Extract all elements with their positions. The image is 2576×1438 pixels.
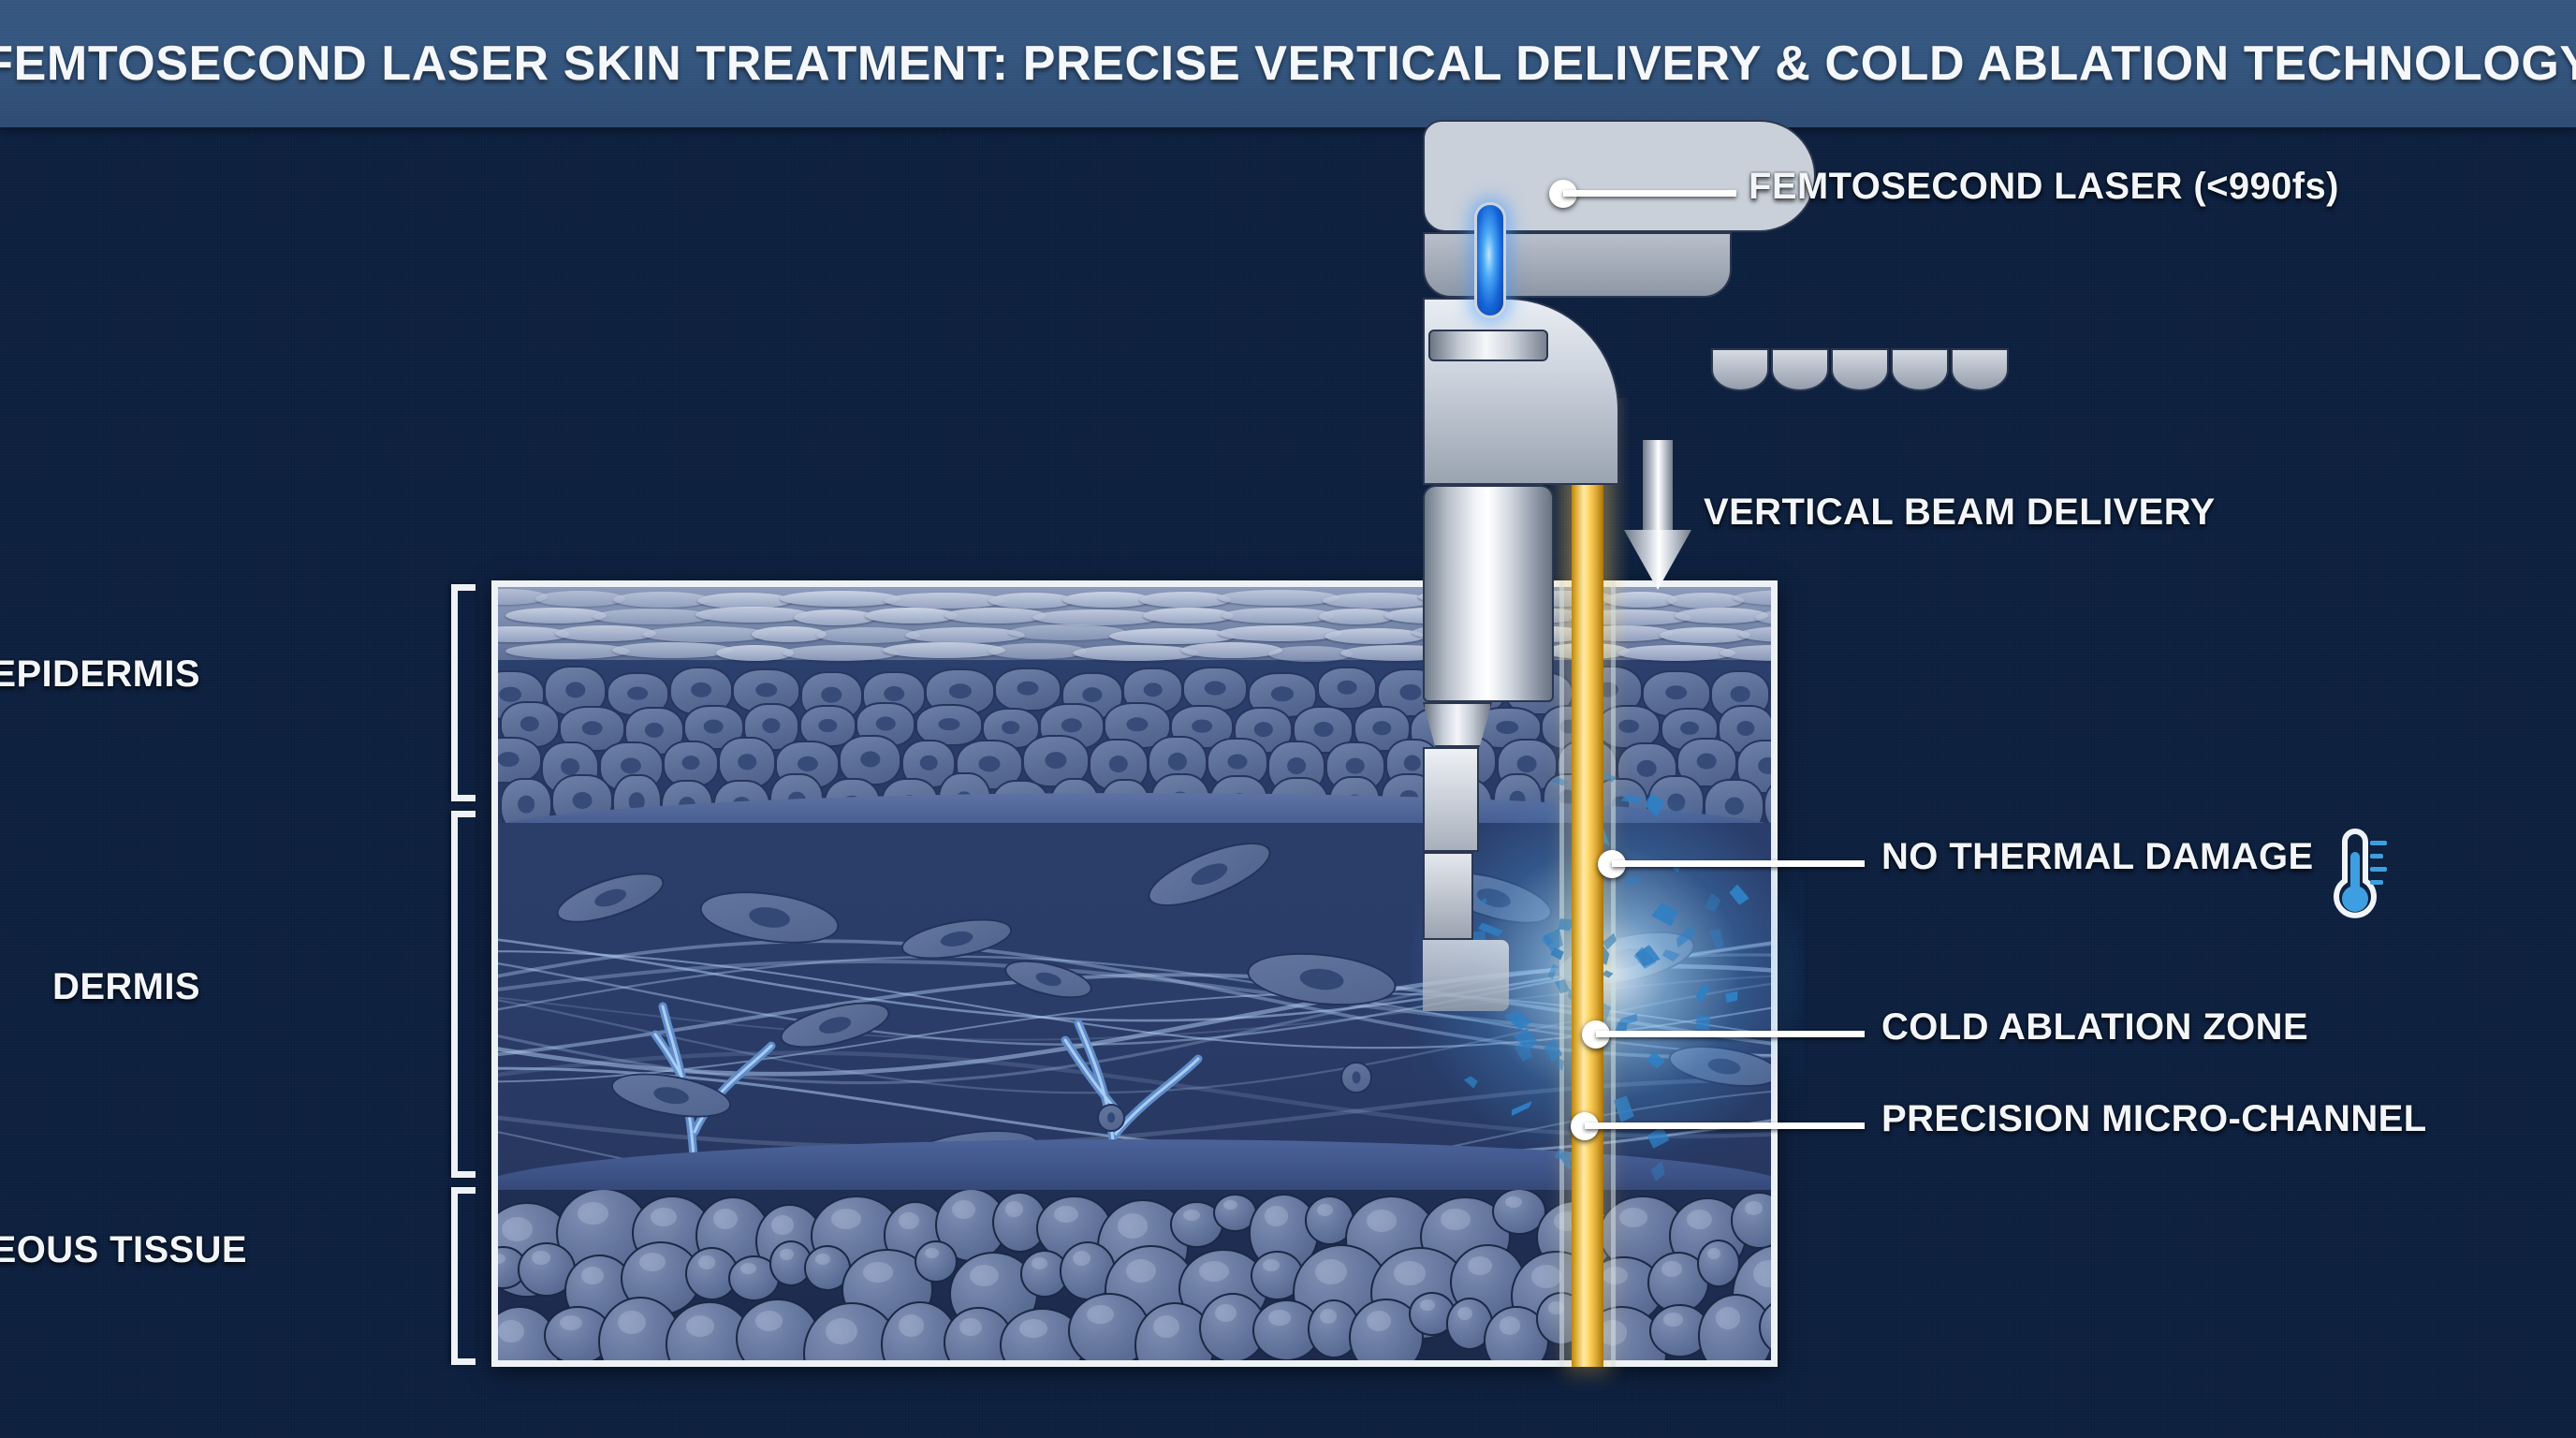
corneocyte (1733, 589, 1771, 606)
callout-leader-micro-channel (1585, 1123, 1865, 1129)
layer-label-epidermis: EPIDERMIS (0, 653, 200, 695)
down-arrow-icon (1624, 440, 1691, 590)
handpiece-collar (1428, 330, 1548, 361)
adipocyte (1696, 1240, 1740, 1287)
fibroblast-cell (1340, 1062, 1372, 1093)
cable-connector-ring-1 (1423, 747, 1479, 852)
grip-ridge (1711, 348, 1769, 391)
corneocyte (1139, 592, 1231, 609)
corneocyte (554, 625, 656, 642)
corneocyte (498, 625, 571, 642)
corneocyte (1660, 626, 1751, 643)
corneocyte (696, 592, 793, 609)
corneocyte (593, 608, 713, 624)
corneocyte (612, 591, 711, 608)
corneocyte (641, 626, 769, 643)
callout-label-micro-channel: PRECISION MICRO-CHANNEL (1881, 1098, 2427, 1139)
power-indicator-light (1474, 202, 1506, 318)
handpiece-barrel (1423, 485, 1554, 702)
corneocyte (865, 608, 959, 624)
corneocyte (751, 626, 827, 643)
laser-handpiece[interactable] (1423, 120, 2228, 1011)
handpiece-neck (1423, 298, 1619, 485)
corneocyte (1325, 627, 1426, 644)
layer-label-dermis: DERMIS (52, 966, 200, 1007)
keratinocyte (1769, 668, 1771, 713)
corneocyte (988, 642, 1088, 659)
grip-ridge (1891, 348, 1949, 391)
corneocyte (505, 608, 607, 624)
page-title: FEMTOSECOND LASER SKIN TREATMENT: PRECIS… (0, 37, 2576, 91)
arrow-shaft (1643, 440, 1673, 534)
laser-beam (1572, 398, 1603, 1367)
corneocyte (1617, 644, 1736, 661)
corneocyte (1737, 625, 1771, 642)
corneocyte (1221, 607, 1336, 624)
corneocyte (1032, 609, 1161, 626)
corneocyte (905, 627, 1025, 644)
grip-ridge (1951, 348, 2009, 391)
grip-ridge (1831, 348, 1889, 391)
handpiece-grip (1423, 232, 1732, 298)
corneocyte (1062, 591, 1152, 608)
arrow-head (1624, 530, 1691, 590)
corneocyte (783, 645, 900, 662)
callout-label-laser: FEMTOSECOND LASER (<990fs) (1749, 166, 2339, 207)
adipocyte (1730, 1192, 1771, 1249)
corneocyte (1073, 644, 1199, 661)
callout-leader-cold-ablation (1596, 1031, 1865, 1037)
corneocyte (988, 592, 1075, 609)
keratinocyte (994, 667, 1062, 712)
corneocyte (1180, 642, 1283, 659)
corneocyte (883, 592, 1005, 609)
adipocyte (517, 1241, 577, 1297)
corneocyte (1268, 645, 1353, 662)
corneocyte (695, 607, 811, 624)
corneocyte (1603, 591, 1677, 608)
callout-leader-laser (1563, 190, 1736, 197)
corneocyte (1109, 627, 1237, 644)
corneocyte (1322, 592, 1434, 609)
corneocyte (498, 589, 549, 606)
thermometer-icon (2334, 828, 2387, 918)
corneocyte (815, 627, 920, 644)
corneocyte (1319, 608, 1396, 624)
corneocyte (1719, 645, 1771, 661)
keratinocyte (498, 736, 542, 785)
corneocyte (716, 645, 794, 662)
callout-label-cold-ablation: COLD ABLATION ZONE (1881, 1006, 2309, 1048)
corneocyte (1674, 607, 1769, 624)
title-banner: FEMTOSECOND LASER SKIN TREATMENT: PRECIS… (0, 0, 2576, 127)
corneocyte (882, 642, 1005, 659)
bracket-epidermis (451, 584, 476, 801)
fiber-cable (1423, 940, 1509, 1011)
corneocyte (505, 642, 631, 659)
corneocyte (612, 642, 733, 659)
cable-connector-ring-2 (1423, 852, 1473, 940)
bracket-subcutaneous (451, 1187, 476, 1365)
corneocyte (1142, 607, 1235, 624)
adipocyte (1305, 1196, 1355, 1245)
corneocyte (944, 608, 1046, 624)
emitter-nozzle (1423, 702, 1492, 747)
corneocyte (1666, 592, 1744, 609)
callout-label-beam-delivery: VERTICAL BEAM DELIVERY (1704, 492, 2216, 533)
callout-label-no-thermal: NO THERMAL DAMAGE (1881, 836, 2314, 877)
corneocyte (535, 591, 626, 608)
corneocyte (779, 590, 901, 607)
layer-label-subcutaneous-text: SUBCUTANEOUS TISSUE (0, 1229, 247, 1270)
fibroblast-cell (1097, 1104, 1125, 1132)
corneocyte (1218, 590, 1339, 607)
bracket-dermis (451, 811, 476, 1178)
corneocyte (1007, 624, 1126, 641)
corneocyte (794, 609, 877, 626)
callout-leader-no-thermal (1612, 860, 1865, 867)
grip-ridge (1771, 348, 1829, 391)
adipocyte (915, 1240, 959, 1284)
corneocyte (1218, 625, 1342, 642)
keratinocyte (1316, 667, 1378, 711)
keratinocyte (500, 777, 552, 823)
